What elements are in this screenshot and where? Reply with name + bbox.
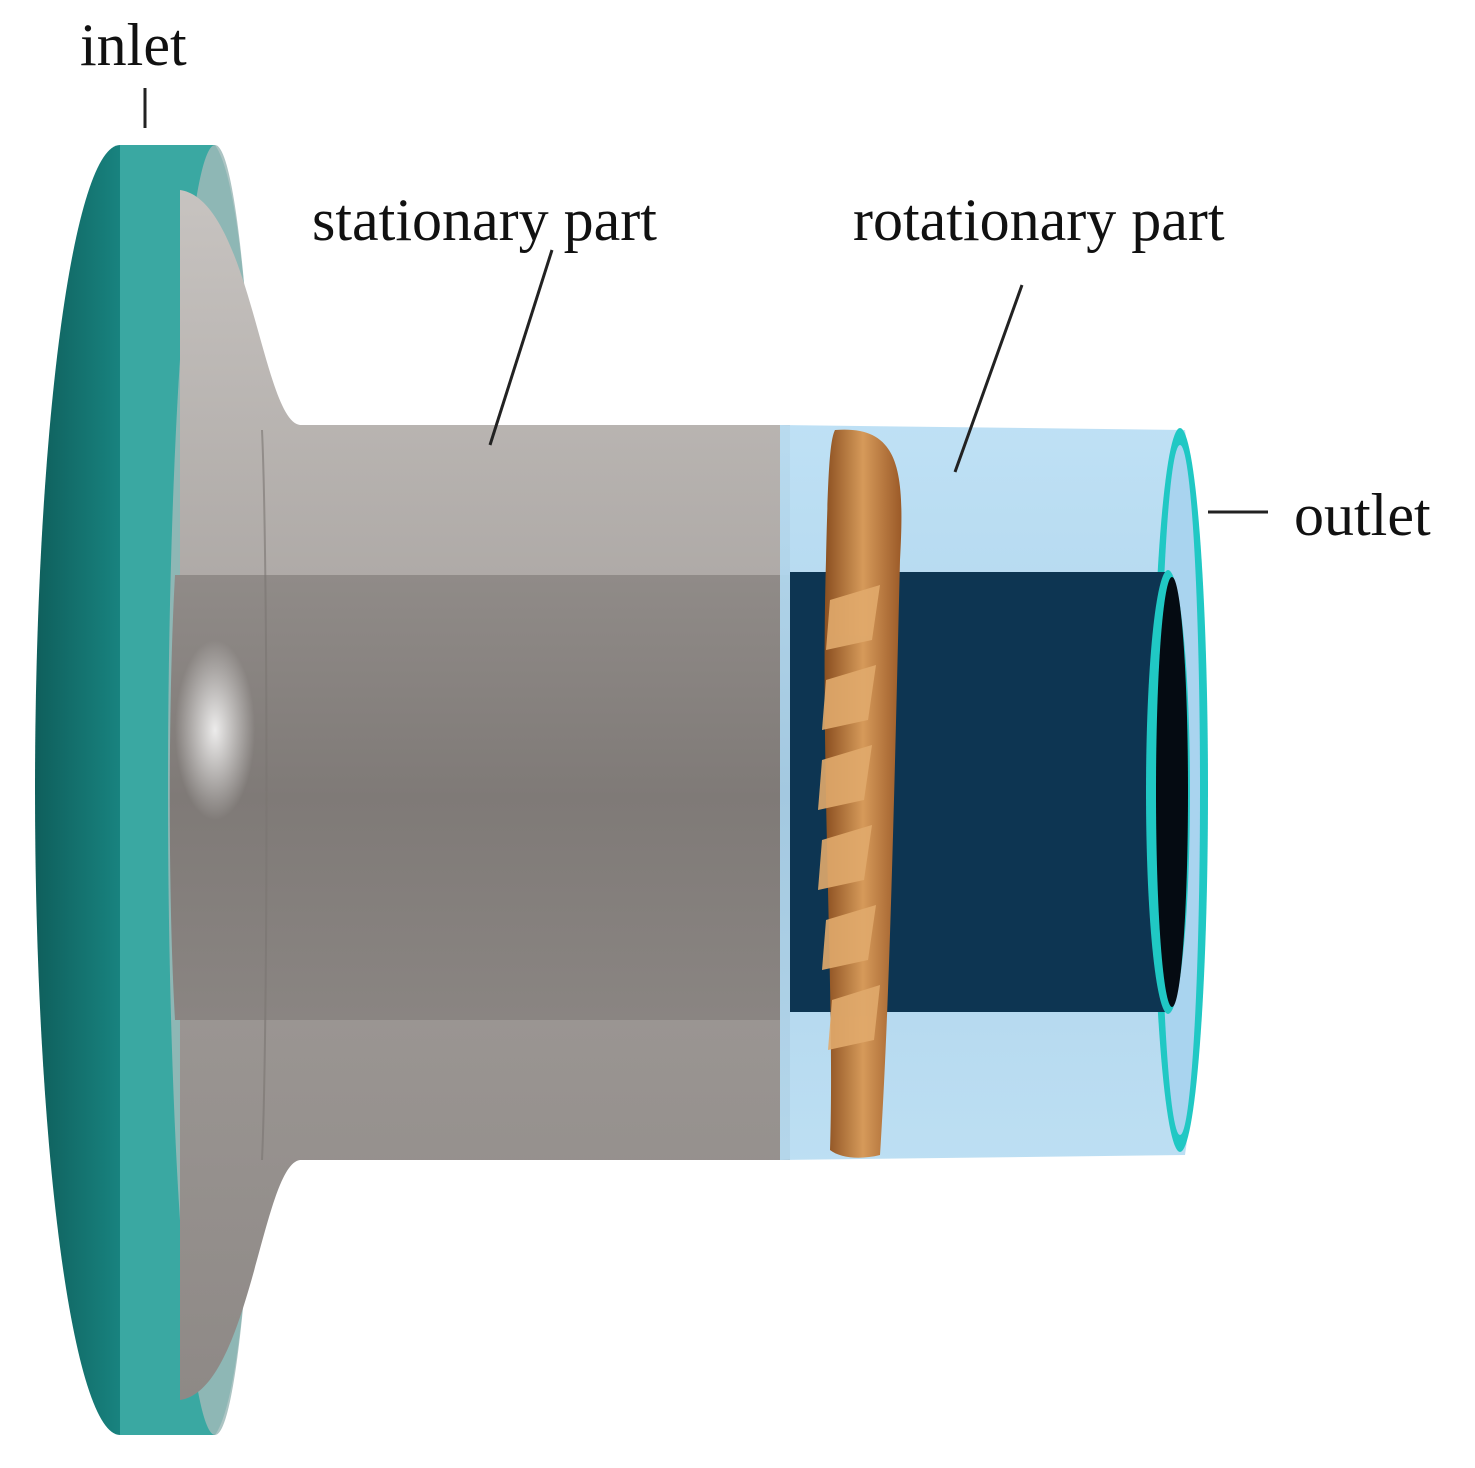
stationary-leader-line	[488, 249, 554, 446]
impeller	[818, 429, 902, 1158]
rotationary-part-label: rotationary part	[853, 187, 1225, 253]
stationary-part-label: stationary part	[312, 187, 657, 253]
outlet-label: outlet	[1294, 482, 1431, 548]
inlet-label: inlet	[80, 12, 187, 78]
rotationary-leader-line	[953, 284, 1024, 473]
stationary-part	[169, 190, 790, 1400]
